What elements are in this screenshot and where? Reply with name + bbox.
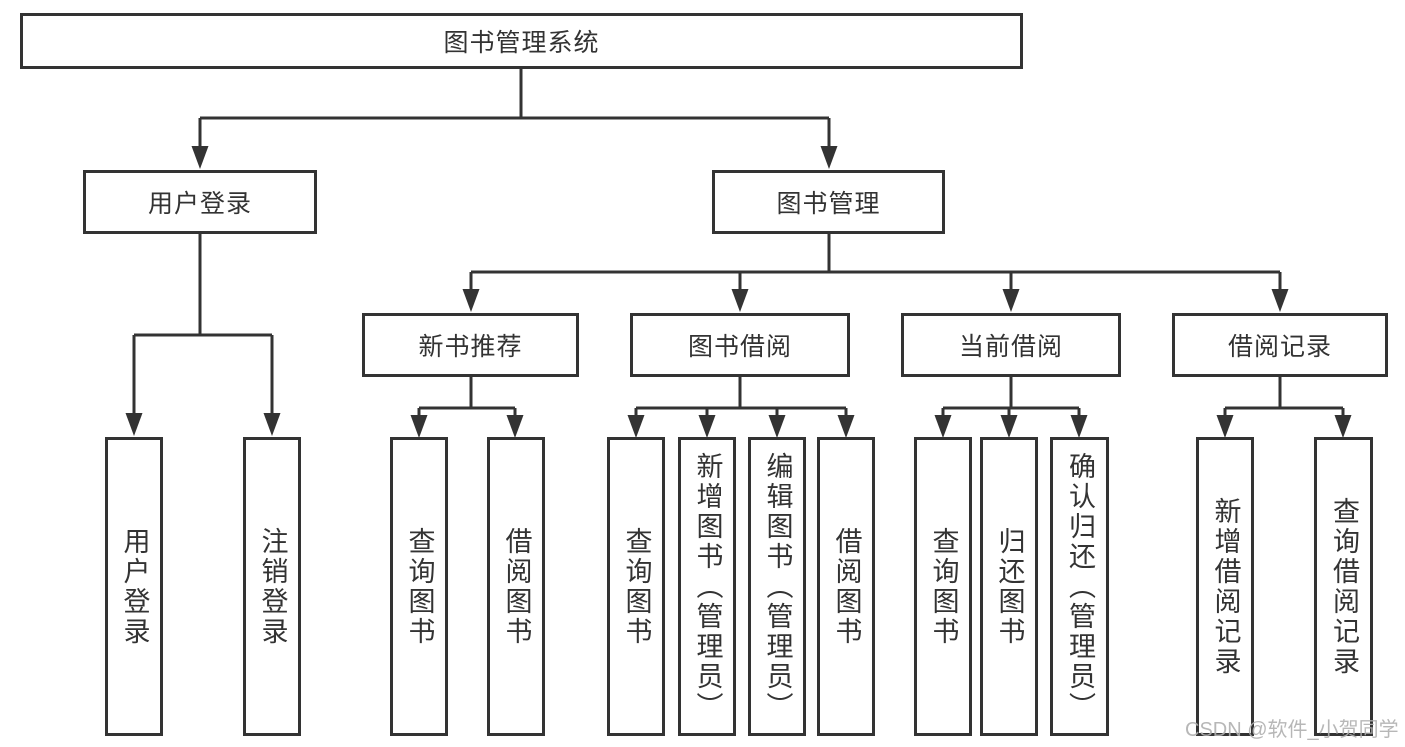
node-root: 图书管理系统 bbox=[20, 13, 1023, 69]
node-edit-book-admin: 编辑图书（管理员） bbox=[748, 437, 806, 736]
node-user-login-label: 用户登录 bbox=[147, 190, 252, 218]
node-query-books-2: 查询图书 bbox=[607, 437, 665, 736]
node-return-books: 归还图书 bbox=[980, 437, 1038, 736]
node-query-books-3: 查询图书 bbox=[914, 437, 972, 736]
node-query-books-1-label: 查询图书 bbox=[404, 526, 435, 647]
node-return-books-label: 归还图书 bbox=[994, 526, 1025, 647]
node-query-borrow-record: 查询借阅记录 bbox=[1314, 437, 1373, 736]
node-book-borrowing: 图书借阅 bbox=[630, 313, 850, 377]
node-query-borrow-record-label: 查询借阅记录 bbox=[1329, 496, 1359, 677]
node-borrowing-records: 借阅记录 bbox=[1172, 313, 1388, 377]
node-add-borrow-record: 新增借阅记录 bbox=[1196, 437, 1254, 736]
node-add-borrow-record-label: 新增借阅记录 bbox=[1210, 496, 1241, 677]
node-logout: 注销登录 bbox=[243, 437, 301, 736]
node-confirm-return-admin-label: 确认归还（管理员） bbox=[1065, 451, 1095, 722]
node-add-book-admin: 新增图书（管理员） bbox=[678, 437, 736, 736]
node-borrow-books-1-label: 借阅图书 bbox=[501, 526, 532, 647]
node-book-borrowing-label: 图书借阅 bbox=[687, 333, 792, 361]
node-book-management: 图书管理 bbox=[712, 170, 945, 234]
node-borrow-books-2-label: 借阅图书 bbox=[831, 526, 862, 647]
node-edit-book-admin-label: 编辑图书（管理员） bbox=[762, 451, 793, 722]
node-user-login: 用户登录 bbox=[83, 170, 317, 234]
node-new-book-recommend: 新书推荐 bbox=[362, 313, 579, 377]
node-borrow-books-2: 借阅图书 bbox=[817, 437, 875, 736]
node-book-management-label: 图书管理 bbox=[776, 190, 881, 218]
node-current-borrowing-label: 当前借阅 bbox=[958, 333, 1063, 361]
node-query-books-1: 查询图书 bbox=[390, 437, 448, 736]
node-borrowing-records-label: 借阅记录 bbox=[1227, 333, 1332, 361]
node-current-borrowing: 当前借阅 bbox=[901, 313, 1121, 377]
node-query-books-3-label: 查询图书 bbox=[928, 526, 959, 647]
node-confirm-return-admin: 确认归还（管理员） bbox=[1050, 437, 1109, 736]
node-user-login-leaf: 用户登录 bbox=[105, 437, 163, 736]
node-query-books-2-label: 查询图书 bbox=[621, 526, 652, 647]
csdn-watermark: CSDN @软件_小贺同学 bbox=[1185, 719, 1399, 741]
node-borrow-books-1: 借阅图书 bbox=[487, 437, 545, 736]
node-root-label: 图书管理系统 bbox=[443, 29, 600, 57]
node-logout-label: 注销登录 bbox=[257, 526, 288, 647]
node-user-login-leaf-label: 用户登录 bbox=[119, 526, 150, 647]
connector-paths bbox=[132, 69, 1345, 419]
node-add-book-admin-label: 新增图书（管理员） bbox=[692, 451, 723, 722]
node-new-book-recommend-label: 新书推荐 bbox=[418, 333, 523, 361]
arrowheads bbox=[125, 146, 1352, 438]
